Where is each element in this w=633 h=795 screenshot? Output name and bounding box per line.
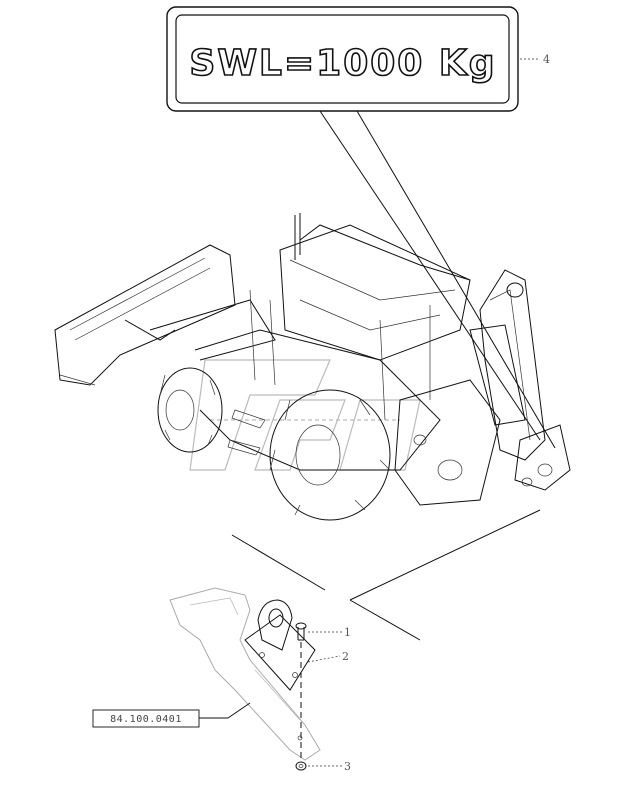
swl-decal-panel: SWL=1000 Kg bbox=[166, 6, 519, 112]
lifting-eye-plate bbox=[244, 614, 316, 691]
detail-pointer-line-bottom bbox=[349, 599, 421, 641]
callout-1-label: 1 bbox=[344, 626, 351, 639]
detail-pointer-line-right bbox=[349, 509, 541, 601]
backhoe-loader-illustration bbox=[54, 213, 571, 521]
brand-watermark-logo bbox=[189, 359, 421, 471]
reference-leader-diagonal bbox=[227, 702, 251, 719]
lifting-eye-loop bbox=[257, 599, 293, 651]
callout-2-leader bbox=[307, 655, 341, 663]
callout-3-label: 3 bbox=[344, 760, 351, 773]
callout-4-label: 4 bbox=[543, 53, 550, 66]
reference-code-text: 84.100.0401 bbox=[110, 714, 182, 725]
detail-pointer-line-left bbox=[231, 534, 326, 591]
reference-code-box: 84.100.0401 bbox=[92, 702, 251, 728]
swl-decal-text: SWL=1000 Kg bbox=[189, 43, 496, 84]
boom-detail-illustration bbox=[169, 587, 321, 771]
callout-2-label: 2 bbox=[342, 650, 349, 663]
screw-part bbox=[295, 622, 307, 641]
washer-part bbox=[295, 761, 307, 771]
decal-pointer-line-left bbox=[319, 110, 541, 441]
decal-pointer-line-right bbox=[356, 110, 556, 449]
